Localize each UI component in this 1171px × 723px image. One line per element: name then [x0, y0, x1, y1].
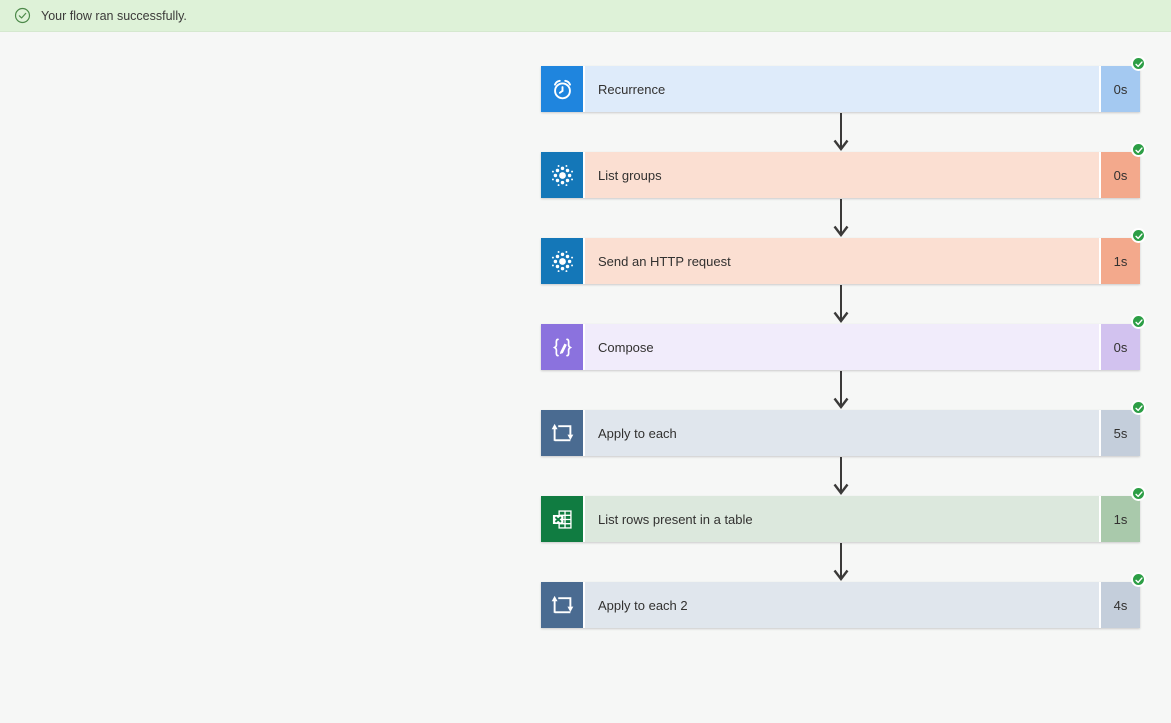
banner-message: Your flow ran successfully. [41, 8, 187, 23]
node-duration: 0s [1099, 152, 1140, 198]
node-label: List groups [598, 167, 662, 183]
node-duration: 4s [1099, 582, 1140, 628]
flow-connector-arrow [541, 198, 1140, 238]
node-duration: 5s [1099, 410, 1140, 456]
flow-node[interactable]: Send an HTTP request 1s [541, 228, 1146, 284]
node-duration: 0s [1099, 324, 1140, 370]
node-label: Send an HTTP request [598, 253, 731, 269]
flow-connector-arrow [541, 112, 1140, 152]
office365-groups-icon [541, 238, 585, 284]
compose-braces-icon [541, 324, 585, 370]
node-duration: 1s [1099, 238, 1140, 284]
status-succeeded-badge [1131, 228, 1146, 243]
node-duration: 1s [1099, 496, 1140, 542]
flow-node[interactable]: Apply to each 2 4s [541, 572, 1146, 628]
flow-connector-arrow [541, 456, 1140, 496]
flow-connector-arrow [541, 542, 1140, 582]
node-label: List rows present in a table [598, 511, 753, 527]
node-label: Compose [598, 339, 654, 355]
node-label: Apply to each [598, 425, 677, 441]
status-succeeded-badge [1131, 56, 1146, 71]
node-duration: 0s [1099, 66, 1140, 112]
apply-to-each-loop-icon [541, 410, 585, 456]
flow-node[interactable]: Apply to each 5s [541, 400, 1146, 456]
apply-to-each-loop-icon [541, 582, 585, 628]
recurrence-clock-icon [541, 66, 585, 112]
node-label: Recurrence [598, 81, 666, 97]
status-succeeded-badge [1131, 486, 1146, 501]
flow-diagram: Recurrence 0s List groups 0s [541, 56, 1146, 628]
node-label: Apply to each 2 [598, 597, 688, 613]
excel-icon [541, 496, 585, 542]
flow-node[interactable]: Recurrence 0s [541, 56, 1146, 112]
status-succeeded-badge [1131, 400, 1146, 415]
flow-node[interactable]: List groups 0s [541, 142, 1146, 198]
status-succeeded-badge [1131, 314, 1146, 329]
flow-node[interactable]: Compose 0s [541, 314, 1146, 370]
office365-groups-icon [541, 152, 585, 198]
success-circle-check-icon [14, 7, 31, 24]
flow-connector-arrow [541, 284, 1140, 324]
flow-connector-arrow [541, 370, 1140, 410]
flow-node[interactable]: List rows present in a table 1s [541, 486, 1146, 542]
status-succeeded-badge [1131, 572, 1146, 587]
status-succeeded-badge [1131, 142, 1146, 157]
flow-run-success-banner: Your flow ran successfully. [0, 0, 1171, 32]
